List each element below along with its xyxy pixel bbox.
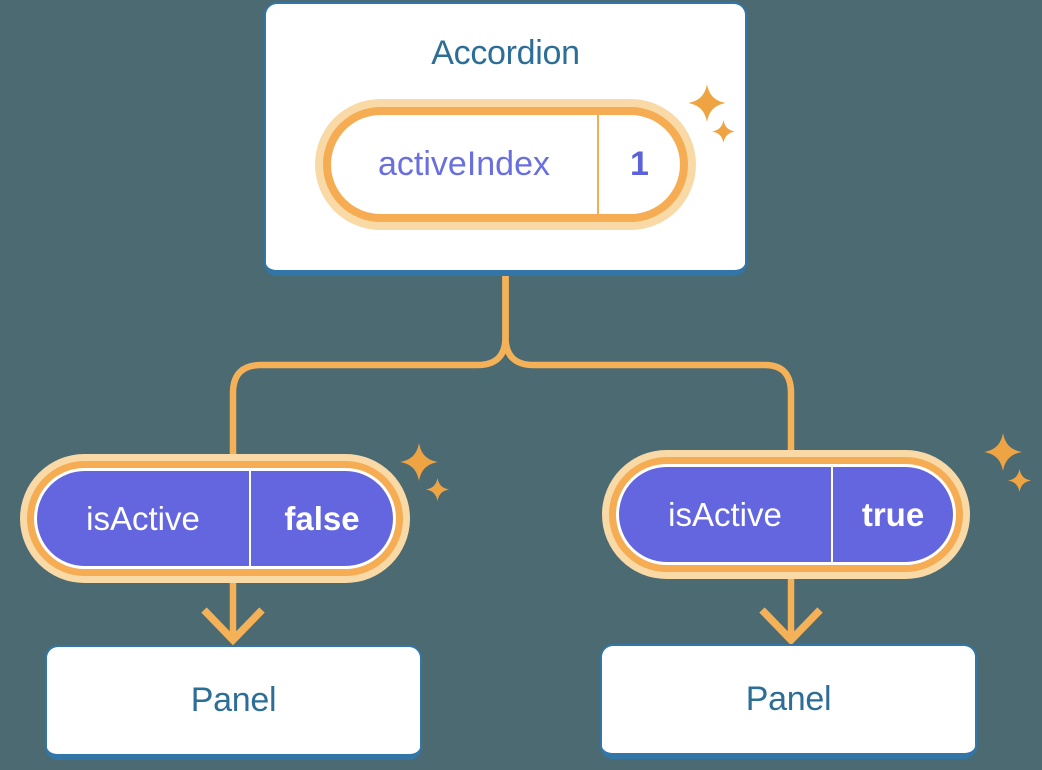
panel-card-left: Panel: [45, 645, 422, 760]
prop-pill-ring: isActive true: [609, 457, 963, 572]
state-name: activeIndex: [378, 145, 550, 183]
sparkle-icon: [1008, 469, 1031, 492]
accordion-title: Accordion: [431, 34, 580, 72]
panel-title: Panel: [190, 681, 277, 719]
prop-pill-left: isActive false: [20, 454, 410, 583]
prop-value: true: [861, 495, 925, 533]
prop-name: isActive: [86, 499, 200, 537]
pill-divider: [249, 471, 251, 566]
panel-title: Panel: [745, 680, 832, 718]
sparkle-icon: [712, 120, 735, 143]
pill-divider: [597, 115, 599, 214]
sparkle-icon: [984, 433, 1022, 471]
pill-divider: [831, 467, 833, 562]
panel-card-right: Panel: [600, 644, 977, 759]
prop-pill-core: isActive false: [34, 468, 396, 569]
prop-pill-core: isActive true: [616, 464, 956, 565]
prop-pill-ring: isActive false: [27, 461, 403, 576]
arrow-down-icon: [201, 607, 265, 646]
prop-value: false: [284, 499, 360, 537]
state-pill-core: activeIndex 1: [331, 115, 680, 214]
prop-name: isActive: [668, 495, 782, 533]
sparkle-icon: [426, 478, 449, 501]
state-pill: activeIndex 1: [315, 99, 696, 230]
sparkle-icon: [688, 84, 726, 122]
arrow-down-icon: [759, 607, 823, 646]
sparkle-icon: [400, 443, 438, 481]
state-pill-ring: activeIndex 1: [323, 107, 688, 222]
prop-pill-right: isActive true: [602, 450, 970, 579]
state-value: 1: [630, 145, 649, 183]
connector-branch-right: [502, 262, 795, 637]
